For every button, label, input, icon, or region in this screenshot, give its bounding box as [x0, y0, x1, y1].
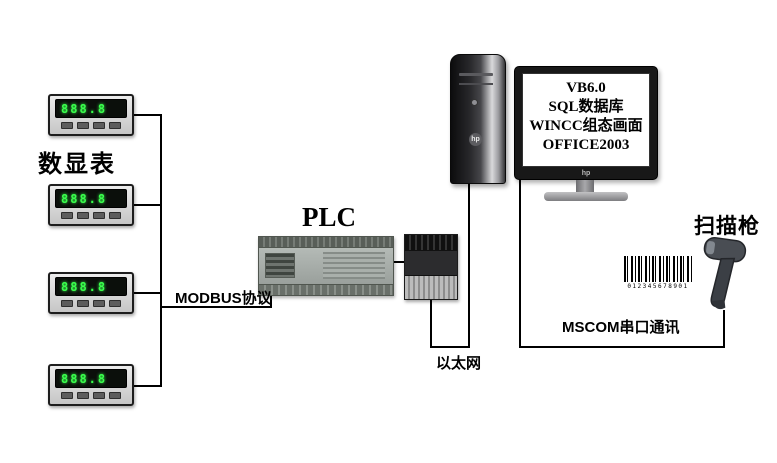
screen-text-line: SQL数据库	[548, 99, 624, 115]
meter-bus-line	[160, 114, 162, 387]
hp-logo: hp	[581, 169, 591, 177]
meter1-stub-line	[134, 114, 162, 116]
tower-drive-slot	[459, 83, 493, 85]
meter-button	[109, 300, 121, 307]
modbus-label: MODBUS协议	[175, 290, 272, 307]
meter-display: 888.8	[61, 279, 108, 294]
plc-label: PLC	[302, 202, 356, 232]
meter-button	[93, 212, 105, 219]
meter4-stub-line	[134, 385, 162, 387]
module-vents	[405, 275, 457, 299]
meters-group-label: 数显表	[38, 151, 116, 178]
plc-unit	[258, 236, 394, 296]
meter-button	[77, 392, 89, 399]
ethernet-label: 以太网	[436, 355, 482, 372]
meter-button	[61, 122, 73, 129]
plc-module-cable	[394, 261, 404, 263]
module-terminal-strip	[405, 235, 457, 251]
power-button-icon	[471, 99, 478, 106]
meter-button	[93, 300, 105, 307]
meter-screen: 888.8	[55, 277, 127, 296]
digital-meter-2: 888.8	[48, 184, 134, 226]
meter-buttons	[55, 300, 127, 307]
meter-screen: 888.8	[55, 99, 127, 118]
monitor-stand-base	[544, 192, 628, 201]
plc-terminal-strip-top	[259, 237, 393, 248]
plc-body	[259, 248, 393, 284]
barcode-caption: 012345678901	[627, 283, 689, 290]
meter-button	[109, 392, 121, 399]
barcode-bars	[624, 256, 692, 282]
meter-button	[77, 212, 89, 219]
meter-button	[109, 122, 121, 129]
ethernet-line-h	[430, 346, 470, 348]
screen-text-line: OFFICE2003	[542, 137, 630, 153]
digital-meter-1: 888.8	[48, 94, 134, 136]
meter-button	[77, 300, 89, 307]
meter-button	[61, 300, 73, 307]
screen-text-line: WINCC组态画面	[529, 118, 643, 134]
meter-button	[61, 392, 73, 399]
plc-expansion-module	[404, 234, 458, 300]
digital-meter-3: 888.8	[48, 272, 134, 314]
monitor: VB6.0 SQL数据库 WINCC组态画面 OFFICE2003 hp	[514, 66, 658, 180]
meter-button	[109, 212, 121, 219]
screen-text-line: VB6.0	[566, 80, 606, 96]
plc-terminal-strip-bottom	[259, 284, 393, 295]
digital-meter-4: 888.8	[48, 364, 134, 406]
meter-display: 888.8	[61, 191, 108, 206]
scanner-label: 扫描枪	[694, 215, 760, 238]
mscom-label: MSCOM串口通讯	[562, 319, 680, 336]
meter-buttons	[55, 392, 127, 399]
meter-display: 888.8	[61, 101, 108, 116]
hp-logo: hp	[469, 133, 482, 146]
scanner-window	[706, 241, 716, 255]
plc-status-leds	[265, 253, 295, 278]
meter-buttons	[55, 212, 127, 219]
mscom-line-v1	[519, 178, 521, 348]
tower-drive-slot	[459, 73, 493, 76]
barcode: 012345678901	[622, 255, 694, 293]
meter-buttons	[55, 122, 127, 129]
meter-screen: 888.8	[55, 189, 127, 208]
meter-display: 888.8	[61, 371, 108, 386]
meter-button	[61, 212, 73, 219]
mscom-line-v2	[723, 310, 725, 348]
modbus-line-h	[160, 306, 272, 308]
plc-vents	[323, 252, 385, 279]
monitor-screen: VB6.0 SQL数据库 WINCC组态画面 OFFICE2003	[522, 73, 650, 167]
meter-screen: 888.8	[55, 369, 127, 388]
barcode-scanner-icon	[703, 236, 747, 310]
ethernet-line-v1	[430, 300, 432, 348]
computer-tower: hp	[450, 54, 506, 184]
modbus-line-v	[270, 296, 272, 308]
meter3-stub-line	[134, 292, 162, 294]
scanner-handle-base	[712, 299, 726, 310]
monitor-stand-neck	[576, 180, 594, 193]
mscom-line-h	[519, 346, 725, 348]
ethernet-line-v2	[468, 183, 470, 348]
meter-button	[93, 122, 105, 129]
meter-button	[77, 122, 89, 129]
meter-button	[93, 392, 105, 399]
meter2-stub-line	[134, 204, 162, 206]
module-face	[405, 251, 457, 275]
